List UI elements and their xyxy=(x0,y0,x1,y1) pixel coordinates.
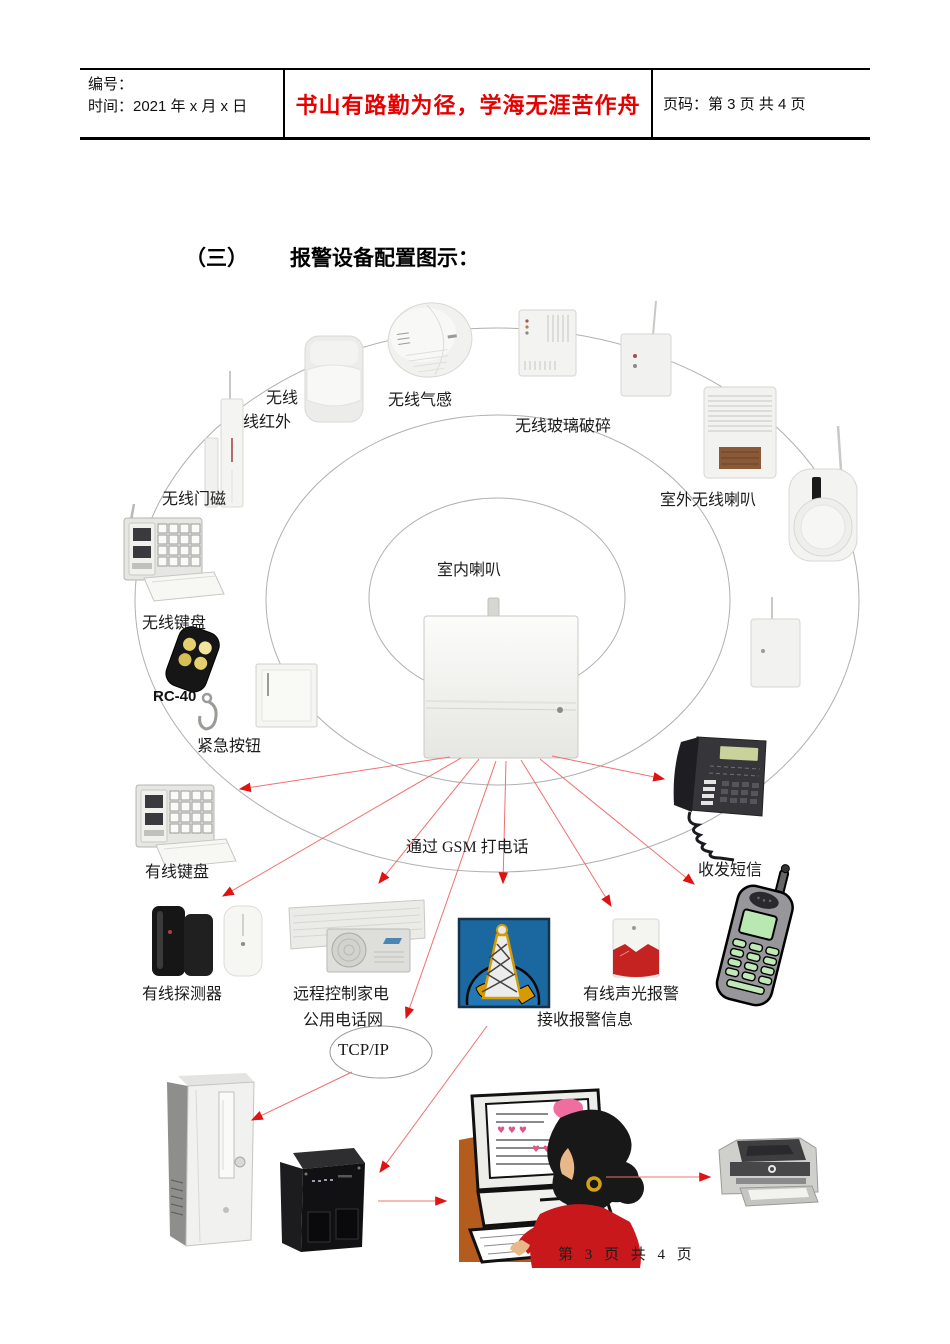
server-box-image xyxy=(280,1148,365,1252)
section-index: （三） xyxy=(185,247,248,270)
telephone-image xyxy=(673,736,767,862)
label-sound-light-alarm: 有线声光报警 xyxy=(583,986,680,1003)
wireless-glassbreak-image xyxy=(518,309,577,377)
doc-number-label: 编号： xyxy=(88,76,134,93)
page-info: 页码：第 3 页 共 4 页 xyxy=(663,96,806,113)
header-table: 编号： 时间：2021 年 x 月 x 日 书山有路勤为径，学海无涯苦作舟 页码… xyxy=(80,68,870,140)
label-wired-detector: 有线探测器 xyxy=(142,986,223,1003)
pc-tower-image xyxy=(167,1073,255,1247)
label-remote-appliance: 远程控制家电 xyxy=(293,986,390,1003)
outdoor-siren-image xyxy=(703,386,777,479)
label-outdoor-siren: 室外无线喇叭 xyxy=(660,492,757,509)
strobe-siren-image xyxy=(612,918,660,978)
svg-text:♥: ♥ xyxy=(560,1123,568,1133)
rc40-remote-image xyxy=(165,626,220,731)
label-receive-alarm: 接收报警信息 xyxy=(537,1012,634,1029)
label-wireless-keypad: 无线键盘 xyxy=(142,615,207,632)
wireless-gas-detector-image xyxy=(387,302,473,378)
section-title: （三） 报警设备配置图示： xyxy=(185,242,479,272)
footer-page-number: 第 3 页 共 4 页 xyxy=(558,1247,696,1263)
label-wireless-pir-line1: 无线 xyxy=(266,390,299,407)
operator-clipart: ♥ ♥ ♥ ♥ ♥ ♥ xyxy=(459,1088,644,1268)
gsm-tower-image xyxy=(457,917,551,1009)
round-wireless-siren-image xyxy=(788,425,858,562)
label-wireless-glassbreak: 无线玻璃破碎 xyxy=(515,418,612,435)
printer-image xyxy=(718,1137,819,1207)
label-send-sms: 收发短信 xyxy=(698,862,763,879)
label-wireless-gas: 无线气感 xyxy=(388,392,453,409)
wired-detector-image xyxy=(152,905,263,977)
header-slogan-cell: 书山有路勤为径，学海无涯苦作舟 xyxy=(283,70,653,137)
panic-button-image xyxy=(255,663,318,728)
header-slogan: 书山有路勤为径，学海无涯苦作舟 xyxy=(295,92,641,118)
alarm-control-panel-image xyxy=(423,597,579,759)
label-tcpip: TCP/IP xyxy=(338,1040,390,1059)
header-page-cell: 页码：第 3 页 共 4 页 xyxy=(653,70,870,137)
section-title-text: 报警设备配置图示： xyxy=(290,247,479,270)
label-rc40: RC-40 xyxy=(153,688,197,705)
wireless-sensor-right-image xyxy=(750,597,801,688)
label-door-magnet: 无线门磁 xyxy=(162,491,227,508)
doc-time-label: 时间：2021 年 x 月 x 日 xyxy=(88,97,248,115)
air-conditioner-image xyxy=(288,899,426,973)
label-panic-button: 紧急按钮 xyxy=(197,738,262,755)
label-wireless-pir-line2: 线红外 xyxy=(243,414,292,431)
alarm-connection-arrows xyxy=(221,755,712,1206)
wireless-pir-image xyxy=(304,335,364,423)
svg-text:♥ ♥ ♥: ♥ ♥ ♥ xyxy=(497,1126,527,1136)
label-indoor-horn: 室内喇叭 xyxy=(437,562,502,579)
label-wired-keypad: 有线键盘 xyxy=(145,864,210,881)
wireless-receiver-image xyxy=(620,300,672,397)
svg-text:♥ ♥: ♥ ♥ xyxy=(532,1145,551,1155)
wireless-keypad-image xyxy=(123,503,225,602)
label-pstn: 公用电话网 xyxy=(303,1012,384,1029)
header-left-cell: 编号： 时间：2021 年 x 月 x 日 xyxy=(80,70,283,137)
wired-keypad-image xyxy=(135,784,237,869)
label-gsm-call: 通过 GSM 打电话 xyxy=(406,839,529,856)
